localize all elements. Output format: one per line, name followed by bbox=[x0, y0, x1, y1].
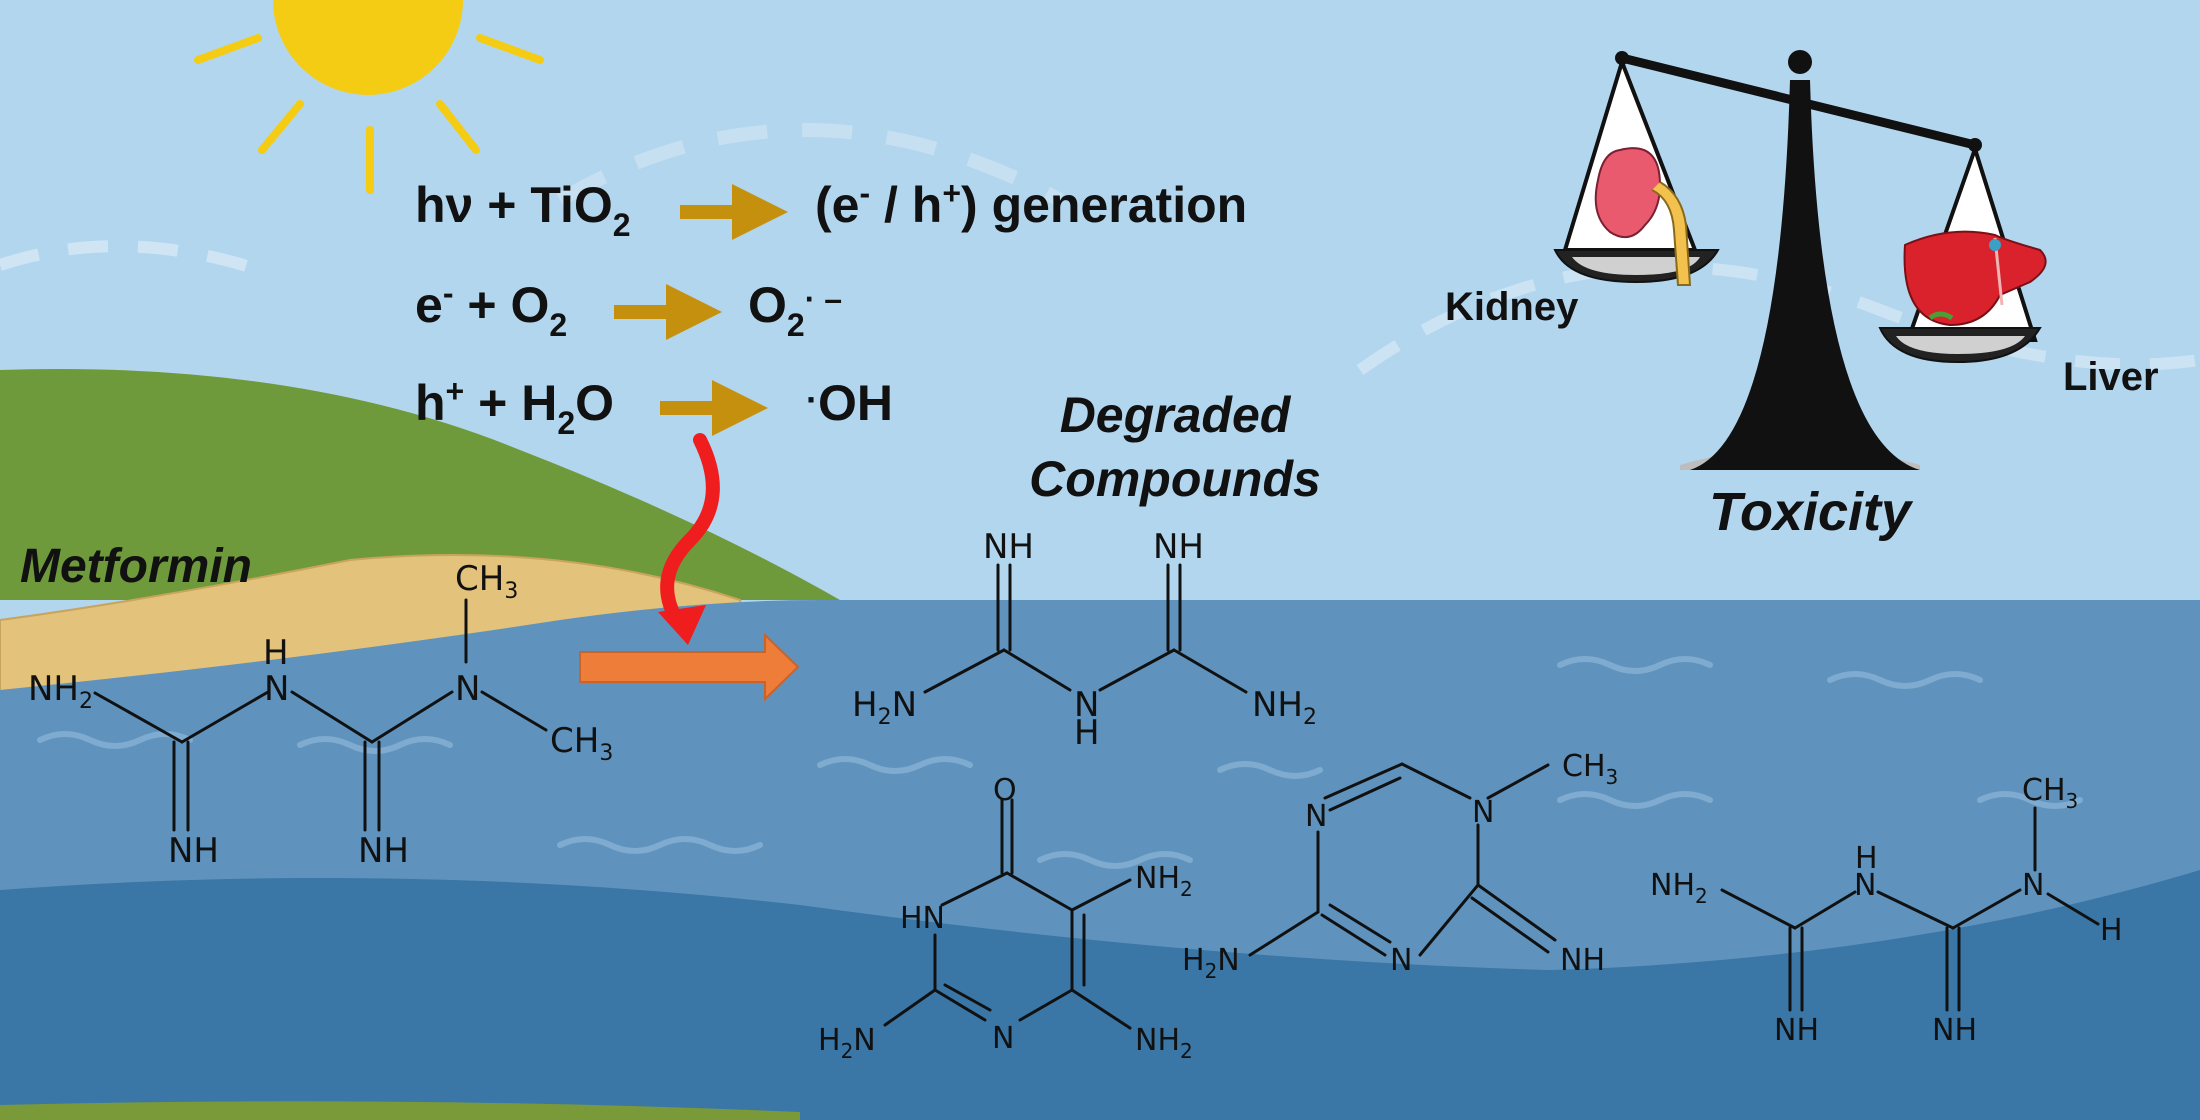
green-hill bbox=[0, 369, 840, 600]
svg-text:NH: NH bbox=[1560, 943, 1605, 978]
sky-dashed-arc bbox=[556, 123, 1064, 207]
svg-text:·OH: ·OH bbox=[806, 375, 893, 431]
metformin-label: Metformin bbox=[20, 540, 252, 593]
equation-1: hν + TiO2 (e- / h+) generation bbox=[415, 175, 1247, 243]
svg-text:NH2: NH2 bbox=[28, 669, 93, 714]
svg-text:H2N: H2N bbox=[1182, 943, 1240, 983]
liver-label: Liver bbox=[2063, 355, 2159, 399]
svg-text:N: N bbox=[992, 1021, 1014, 1056]
equation-2: e- + O2 O2· – bbox=[415, 275, 842, 343]
svg-text:NH: NH bbox=[1932, 1013, 1977, 1048]
svg-text:NH: NH bbox=[168, 831, 219, 871]
svg-text:N: N bbox=[1854, 868, 1876, 903]
methylbiguanide-structure: NH2 H N N CH3 H NH NH bbox=[1650, 773, 2123, 1048]
svg-text:NH2: NH2 bbox=[1135, 861, 1193, 901]
svg-text:H2N: H2N bbox=[818, 1023, 876, 1063]
svg-text:N: N bbox=[1305, 799, 1327, 834]
svg-text:N: N bbox=[264, 669, 289, 709]
orange-arrow bbox=[579, 632, 800, 702]
svg-text:H: H bbox=[1855, 841, 1878, 876]
svg-text:NH: NH bbox=[1774, 1013, 1819, 1048]
svg-text:H: H bbox=[2100, 913, 2123, 948]
compounds-label: Compounds bbox=[1029, 451, 1321, 507]
equation-3: h+ + H2O ·OH bbox=[415, 373, 893, 441]
svg-text:N: N bbox=[455, 669, 480, 709]
svg-text:CH3: CH3 bbox=[550, 721, 613, 766]
toxicity-label: Toxicity bbox=[1709, 482, 1914, 542]
pyrimidinone-structure: O NH2 HN N H2N NH2 bbox=[818, 773, 1193, 1063]
svg-text:NH2: NH2 bbox=[1650, 868, 1708, 908]
svg-text:N: N bbox=[1390, 943, 1412, 978]
svg-text:NH2: NH2 bbox=[1252, 685, 1317, 730]
svg-text:hν + TiO2: hν + TiO2 bbox=[415, 177, 631, 243]
svg-text:NH2: NH2 bbox=[1135, 1023, 1193, 1063]
red-curved-arrow bbox=[658, 433, 720, 645]
svg-text:h+ + H2O: h+ + H2O bbox=[415, 373, 614, 441]
svg-text:HN: HN bbox=[900, 901, 945, 936]
sea-bottom-shore bbox=[0, 1101, 800, 1120]
metformin-structure: NH2 H N N CH3 CH3 NH NH bbox=[28, 559, 613, 871]
svg-text:H2N: H2N bbox=[852, 685, 917, 730]
svg-text:NH: NH bbox=[1153, 527, 1204, 567]
degraded-label: Degraded bbox=[1060, 387, 1292, 443]
kidney-icon bbox=[1594, 147, 1692, 286]
svg-text:N: N bbox=[1472, 795, 1494, 830]
svg-text:CH3: CH3 bbox=[2022, 773, 2078, 813]
kidney-label: Kidney bbox=[1445, 285, 1579, 329]
svg-text:H: H bbox=[263, 633, 289, 673]
svg-text:H: H bbox=[1074, 713, 1100, 753]
svg-text:e- + O2: e- + O2 bbox=[415, 275, 567, 343]
svg-text:N: N bbox=[1074, 685, 1099, 725]
sea-waves bbox=[37, 656, 2083, 869]
svg-text:CH3: CH3 bbox=[1562, 749, 1618, 789]
sun-icon bbox=[194, 0, 544, 194]
sky-dashed-arc bbox=[1356, 260, 2200, 375]
liver-icon bbox=[1903, 230, 2047, 327]
svg-text:NH: NH bbox=[358, 831, 409, 871]
svg-text:CH3: CH3 bbox=[455, 559, 518, 604]
svg-text:O2· –: O2· – bbox=[748, 277, 842, 343]
biguanide-structure: NH NH H2N N H NH2 bbox=[852, 527, 1317, 753]
svg-text:NH: NH bbox=[983, 527, 1034, 567]
svg-text:N: N bbox=[2022, 868, 2044, 903]
sea-dark bbox=[0, 870, 2200, 1120]
svg-text:(e- / h+) generation: (e- / h+) generation bbox=[815, 175, 1247, 233]
sky-dashed-arc bbox=[0, 240, 262, 276]
triazine-structure: N N N CH3 H2N NH bbox=[1182, 749, 1618, 983]
svg-text:O: O bbox=[993, 773, 1017, 808]
